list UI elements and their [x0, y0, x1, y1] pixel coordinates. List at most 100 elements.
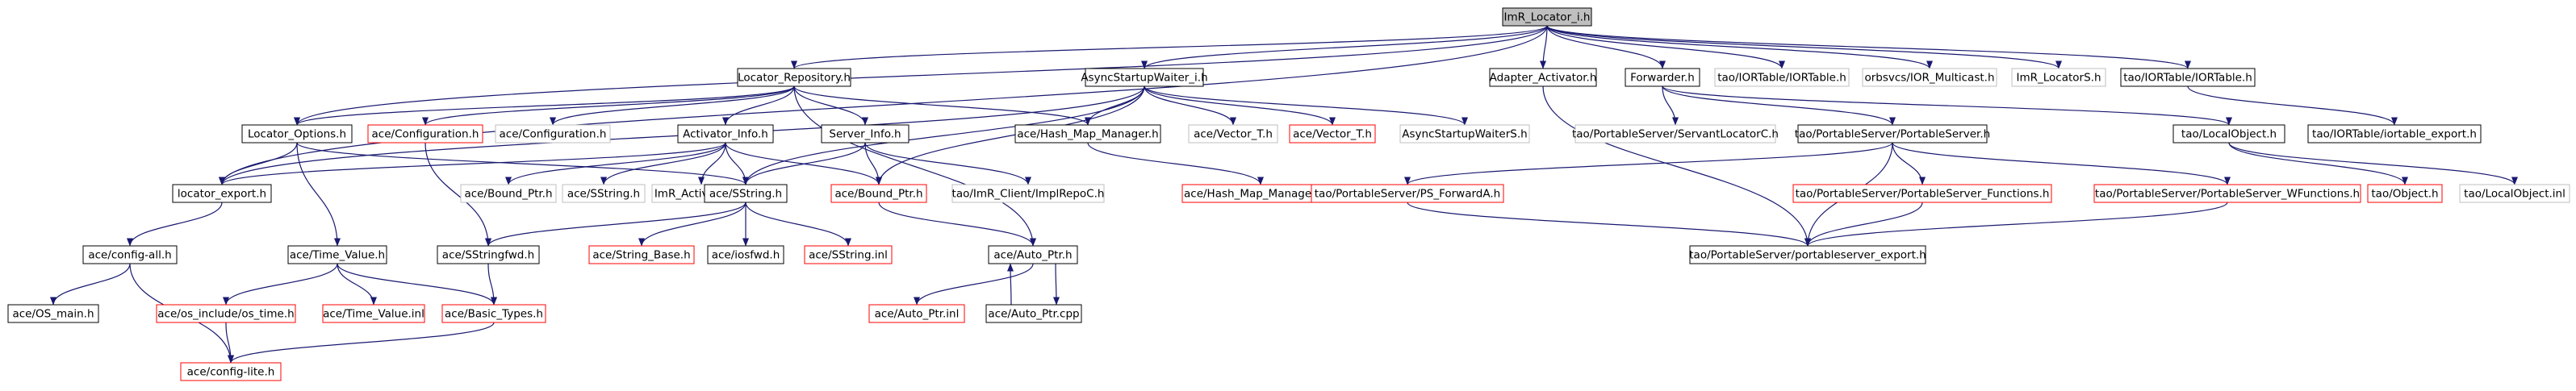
node-box	[1188, 124, 1278, 144]
node-locator_repository[interactable]: Locator_Repository.h	[737, 68, 851, 87]
edge-server_info-to-tao_imr_client_implrepoc	[864, 142, 1031, 185]
node-ace_hash_map_manager[interactable]: ace/Hash_Map_Manager.h	[1014, 124, 1161, 144]
edge-tao_iortable_iortable_b-to-tao_iortable_iortable_export	[2187, 85, 2398, 126]
node-box	[322, 304, 425, 323]
node-box	[677, 124, 774, 144]
node-ace_configuration_red[interactable]: ace/Configuration.h	[367, 124, 483, 144]
node-box	[2172, 124, 2285, 144]
edge-root-to-locator_options	[294, 25, 1548, 126]
node-box	[367, 124, 483, 144]
node-ace_vector_t_red[interactable]: ace/Vector_T.h	[1289, 124, 1376, 144]
node-tao_ps_portableserver_wfunctions[interactable]: tao/PortableServer/PortableServer_WFunct…	[2093, 184, 2361, 203]
node-ace_sstring_inl[interactable]: ace/SString.inl	[804, 245, 893, 264]
node-box	[1797, 124, 1988, 144]
node-label: Locator_Options.h	[248, 128, 346, 141]
edge-locator_repository-to-ace_configuration_gray	[550, 85, 795, 126]
node-label: ace/String_Base.h	[592, 249, 690, 262]
node-ace_bound_ptr_red[interactable]: ace/Bound_Ptr.h	[830, 184, 927, 203]
node-async_startup_waiters: AsyncStartupWaiterS.h	[1399, 124, 1530, 144]
node-ace_auto_ptr[interactable]: ace/Auto_Ptr.h	[988, 245, 1078, 264]
node-tao_ps_portableserver[interactable]: tao/PortableServer/PortableServer.h	[1795, 124, 1990, 144]
node-box	[2367, 184, 2443, 203]
edge-ace_config_all-to-ace_os_main	[50, 263, 131, 306]
node-label: ace/OS_main.h	[12, 308, 94, 321]
edge-tao_ps_portableserver_functions-to-tao_ps_portableserver_export	[1804, 202, 1923, 247]
node-tao_ps_portableserver_export[interactable]: tao/PortableServer/portableserver_export…	[1689, 245, 1926, 264]
node-tao_ps_portableserver_functions[interactable]: tao/PortableServer/PortableServer_Functi…	[1792, 184, 2052, 203]
edge-locator_repository-to-ace_auto_ptr	[793, 85, 1036, 247]
edge-async_startup_waiter_i-to-ace_vector_t_gray	[1144, 85, 1236, 126]
node-box	[172, 184, 272, 203]
node-box	[1502, 7, 1592, 27]
node-ace_os_main[interactable]: ace/OS_main.h	[7, 304, 99, 323]
node-ace_time_value_inl[interactable]: ace/Time_Value.inl	[322, 304, 425, 323]
node-box	[737, 68, 851, 87]
node-label: AsyncStartupWaiter_i.h	[1081, 72, 1207, 85]
node-box	[2120, 68, 2256, 87]
node-box	[180, 362, 282, 381]
node-tao_object[interactable]: tao/Object.h	[2367, 184, 2443, 203]
node-ace_config_all[interactable]: ace/config-all.h	[82, 245, 178, 264]
node-locator_export[interactable]: locator_export.h	[172, 184, 272, 203]
node-tao_iortable_iortable: tao/IORTable/IORTable.h	[1714, 68, 1850, 87]
edge-async_startup_waiter_i-to-async_startup_waiters	[1144, 85, 1468, 126]
node-locator_options[interactable]: Locator_Options.h	[241, 124, 353, 144]
edge-activator_info-to-imr_activatorc	[698, 142, 726, 185]
node-box	[562, 184, 646, 203]
node-ace_iosfwd[interactable]: ace/iosfwd.h	[707, 245, 784, 264]
node-box	[951, 184, 1105, 203]
node-label: ace/SString.h	[567, 188, 640, 201]
node-ace_auto_ptr_cpp[interactable]: ace/Auto_Ptr.cpp	[985, 304, 1082, 323]
node-box	[7, 304, 99, 323]
node-ace_sstring[interactable]: ace/SString.h	[704, 184, 788, 203]
node-label: ace/Auto_Ptr.inl	[875, 308, 960, 321]
node-activator_info[interactable]: Activator_Info.h	[677, 124, 774, 144]
edge-ace_time_value-to-ace_time_value_inl	[337, 263, 377, 306]
edge-ace_sstring-to-ace_sstring_inl	[745, 202, 851, 247]
node-root[interactable]: ImR_Locator_i.h	[1502, 7, 1592, 27]
edge-async_startup_waiter_i-to-ace_sstring	[742, 85, 1145, 185]
node-label: ace/Time_Value.h	[290, 249, 385, 262]
node-ace_string_base[interactable]: ace/String_Base.h	[588, 245, 695, 264]
edge-forwarder-to-tao_localobject	[1662, 85, 2232, 126]
node-ace_sstringfwd[interactable]: ace/SStringfwd.h	[437, 245, 540, 264]
node-adapter_activator[interactable]: Adapter_Activator.h	[1489, 68, 1597, 87]
edge-ace_auto_ptr-to-ace_auto_ptr_inl	[914, 263, 1034, 306]
edge-forwarder-to-tao_ps_servantlocatorc	[1662, 85, 1679, 126]
node-async_startup_waiter_i[interactable]: AsyncStartupWaiter_i.h	[1081, 68, 1208, 87]
node-ace_auto_ptr_inl[interactable]: ace/Auto_Ptr.inl	[868, 304, 965, 323]
node-tao_iortable_iortable_b[interactable]: tao/IORTable/IORTable.h	[2120, 68, 2256, 87]
node-ace_bound_ptr_gray: ace/Bound_Ptr.h	[460, 184, 557, 203]
node-box	[1792, 184, 2052, 203]
node-forwarder[interactable]: Forwarder.h	[1625, 68, 1700, 87]
node-ace_os_include_os_time[interactable]: ace/os_include/os_time.h	[156, 304, 296, 323]
node-tao_iortable_iortable_export[interactable]: tao/IORTable/iortable_export.h	[2307, 124, 2482, 144]
node-ace_basic_types[interactable]: ace/Basic_Types.h	[441, 304, 546, 323]
node-label: AsyncStartupWaiterS.h	[1402, 128, 1527, 141]
node-label: tao/PortableServer/PS_ForwardA.h	[1315, 188, 1500, 201]
edge-forwarder-to-tao_ps_portableserver	[1662, 85, 1896, 126]
node-label: Locator_Repository.h	[738, 72, 851, 85]
node-ace_time_value[interactable]: ace/Time_Value.h	[287, 245, 387, 264]
edge-locator_options-to-ace_time_value	[296, 142, 341, 247]
node-ace_config_lite[interactable]: ace/config-lite.h	[180, 362, 282, 381]
node-tao_ps_ps_forwarda[interactable]: tao/PortableServer/PS_ForwardA.h	[1311, 184, 1504, 203]
node-server_info[interactable]: Server_Info.h	[821, 124, 910, 144]
node-label: tao/IORTable/IORTable.h	[2123, 72, 2252, 85]
node-ace_hash_map_manager_t[interactable]: ace/Hash_Map_Manager_T.h	[1181, 184, 1340, 203]
node-box	[988, 245, 1078, 264]
node-label: ace/Auto_Ptr.cpp	[988, 308, 1079, 321]
node-tao_localobject[interactable]: tao/LocalObject.h	[2172, 124, 2285, 144]
node-label: ace/Configuration.h	[372, 128, 479, 141]
node-box	[82, 245, 178, 264]
node-label: ace/Bound_Ptr.h	[834, 188, 922, 201]
edge-tao_ps_portableserver_wfunctions-to-tao_ps_portableserver_export	[1804, 202, 2228, 247]
node-label: ace/iosfwd.h	[712, 249, 780, 262]
node-box	[156, 304, 296, 323]
node-label: Forwarder.h	[1630, 72, 1695, 85]
edge-ace_basic_types-to-ace_config_lite	[228, 322, 495, 364]
edge-locator_repository-to-ace_hash_map_manager	[793, 85, 1091, 126]
node-box	[2459, 184, 2570, 203]
edge-server_info-to-ace_sstring	[742, 142, 866, 185]
node-label: tao/PortableServer/PortableServer_WFunct…	[2095, 188, 2360, 201]
